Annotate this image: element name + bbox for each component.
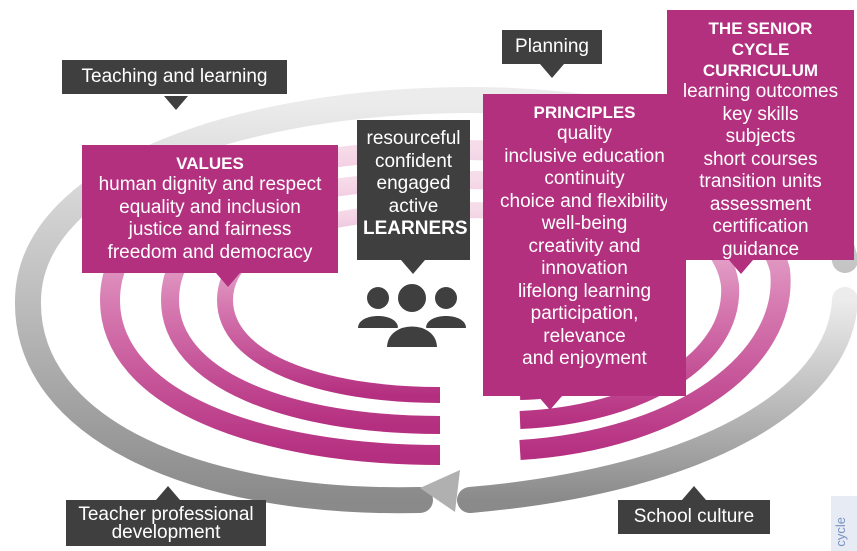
- outer-gray-ring-lower: [457, 287, 857, 513]
- values-item: freedom and democracy: [107, 241, 313, 263]
- learners-title: LEARNERS: [363, 218, 468, 239]
- values-item: equality and inclusion: [119, 196, 301, 218]
- curriculum-panel: THE SENIOR CYCLE CURRICULUM learning out…: [667, 10, 854, 260]
- planning-text: Planning: [515, 36, 589, 57]
- values-panel: VALUES human dignity and respect equalit…: [82, 145, 338, 273]
- teacher-pd-text-line2: development: [111, 522, 221, 543]
- side-tab-text: cycle: [833, 517, 848, 547]
- teacher-pd-label: Teacher professional development: [66, 500, 266, 546]
- loop-arrow-head: [420, 470, 460, 512]
- principles-item: inclusive education: [504, 145, 665, 167]
- curriculum-item: subjects: [725, 126, 796, 147]
- principles-item: creativity and: [528, 235, 641, 257]
- school-culture-pointer: [682, 486, 706, 500]
- curriculum-item: key skills: [722, 103, 799, 125]
- people-group-icon: [358, 282, 466, 349]
- learners-panel: resourceful confident engaged active LEA…: [357, 120, 470, 260]
- learners-item: confident: [374, 150, 453, 172]
- curriculum-pointer: [729, 260, 753, 274]
- principles-item: quality: [557, 123, 612, 144]
- school-culture-text: School culture: [633, 506, 755, 527]
- curriculum-item: assessment: [709, 193, 812, 215]
- teacher-pd-text-line1: Teacher professional: [78, 504, 254, 525]
- principles-pointer: [538, 396, 562, 410]
- teaching-learning-text: Teaching and learning: [81, 66, 268, 87]
- principles-item: choice and flexibility: [500, 190, 669, 212]
- teaching-learning-pointer: [164, 96, 188, 110]
- side-tab: cycle: [831, 496, 857, 551]
- learners-item: engaged: [376, 173, 451, 194]
- values-title: VALUES: [176, 154, 244, 173]
- principles-item: innovation: [541, 258, 628, 279]
- curriculum-title-line2: CYCLE CURRICULUM: [702, 40, 819, 80]
- planning-label: Planning: [502, 30, 602, 64]
- principles-title: PRINCIPLES: [533, 103, 636, 122]
- learners-item: resourceful: [366, 128, 461, 149]
- principles-item: continuity: [544, 168, 625, 189]
- curriculum-title-line1: THE SENIOR: [708, 19, 813, 38]
- values-item: human dignity and respect: [98, 174, 322, 195]
- curriculum-item: learning outcomes: [682, 81, 839, 102]
- values-item: justice and fairness: [128, 219, 292, 240]
- principles-item: relevance: [543, 325, 626, 347]
- principles-item: participation,: [530, 303, 639, 324]
- curriculum-item: guidance: [721, 238, 800, 260]
- principles-item: and enjoyment: [522, 348, 647, 369]
- values-pointer: [216, 273, 240, 287]
- curriculum-item: transition units: [699, 171, 822, 192]
- principles-item: well-being: [541, 213, 628, 234]
- curriculum-item: certification: [712, 216, 809, 237]
- principles-panel: PRINCIPLES quality inclusive education c…: [483, 94, 686, 396]
- teaching-learning-label: Teaching and learning: [62, 60, 287, 94]
- principles-item: lifelong learning: [517, 280, 652, 302]
- learners-pointer: [401, 260, 425, 274]
- teacher-pd-pointer: [156, 486, 180, 500]
- curriculum-item: short courses: [703, 148, 818, 170]
- planning-pointer: [540, 64, 564, 78]
- learners-item: active: [388, 195, 439, 217]
- school-culture-label: School culture: [618, 500, 770, 534]
